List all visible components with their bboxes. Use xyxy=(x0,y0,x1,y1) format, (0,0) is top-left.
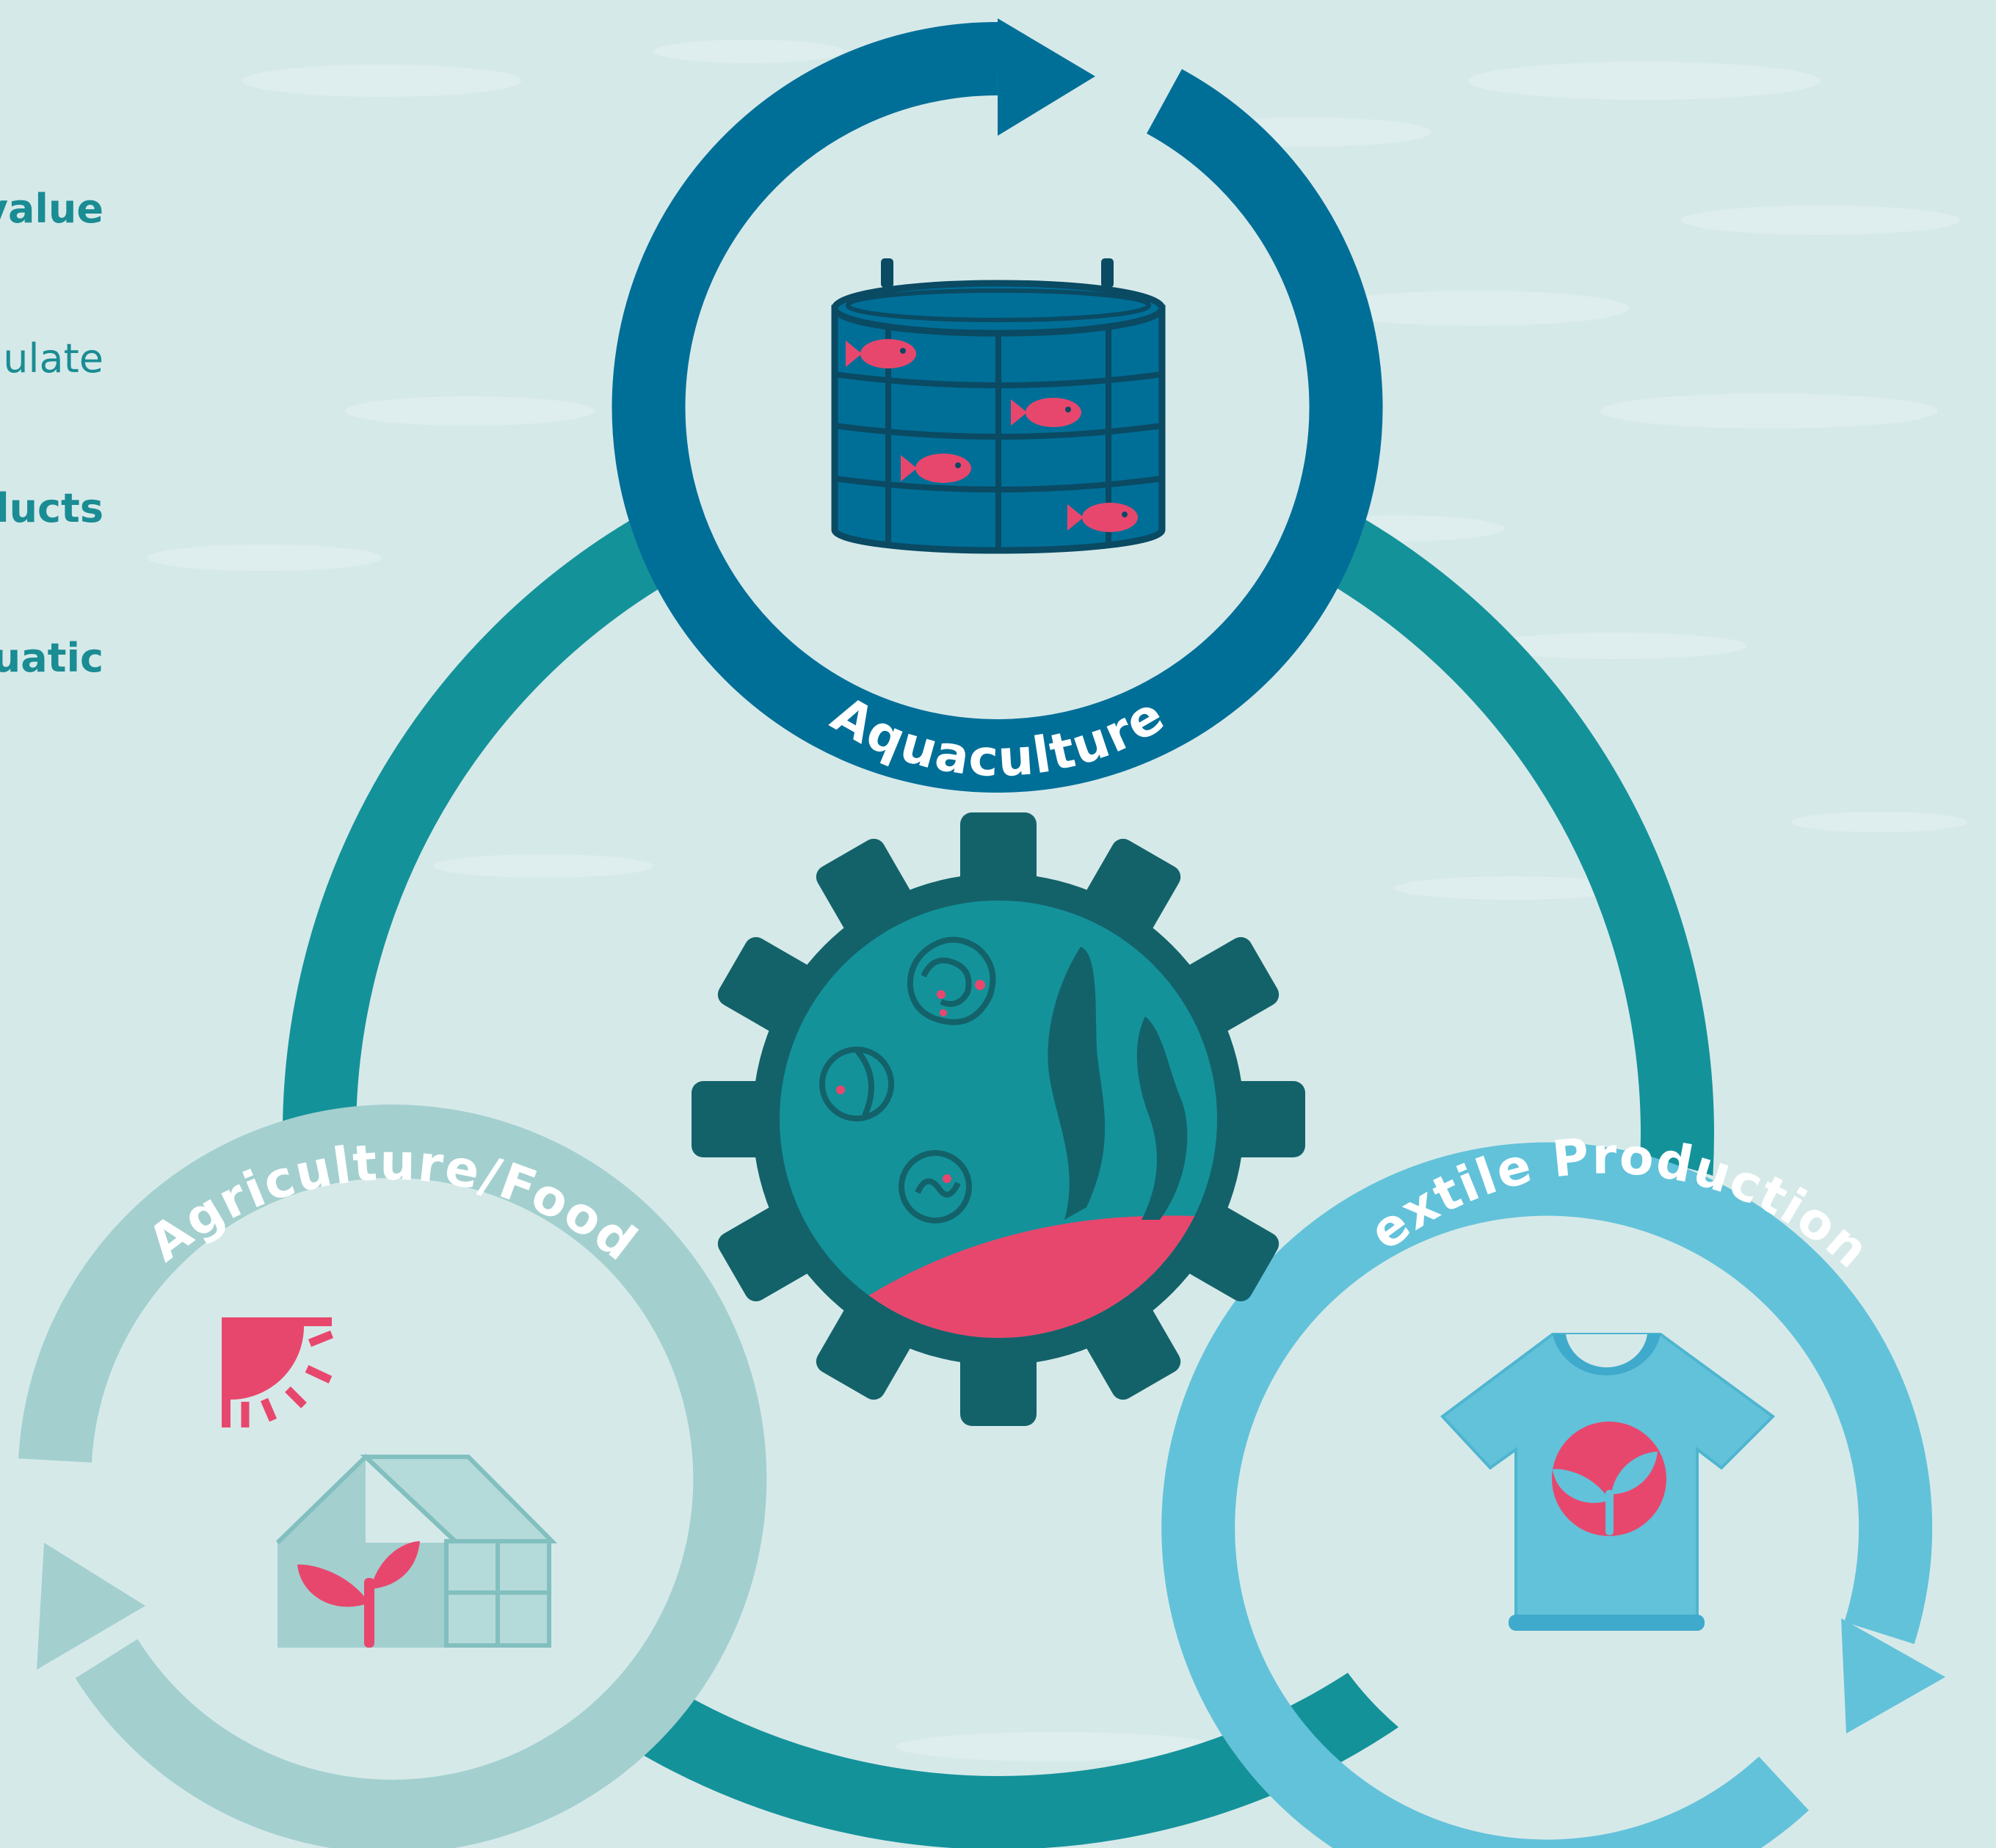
fish-cage-icon xyxy=(831,258,1166,554)
greenhouse-icon xyxy=(275,1453,558,1648)
textile-arc xyxy=(1161,1142,1933,1848)
microbe-icons xyxy=(819,936,996,1223)
microbe-cell-3 xyxy=(899,1150,972,1223)
fish-icons xyxy=(846,339,1138,532)
left-text-line-2: ulate xyxy=(3,335,104,382)
left-text-line-4: uatic xyxy=(0,635,104,681)
sprout-icon xyxy=(297,1541,420,1648)
agriculture-arrowhead xyxy=(37,1543,145,1670)
aquaculture-cycle: Aquaculture xyxy=(611,18,1383,793)
left-text-line-3: ducts xyxy=(0,485,104,531)
agriculture-cycle: Agriculture/Food xyxy=(18,1104,767,1848)
left-text-line-1: value xyxy=(0,186,104,232)
agriculture-arc xyxy=(18,1104,767,1848)
sun-icon xyxy=(222,1317,334,1427)
textile-arrowhead xyxy=(1841,1618,1945,1734)
microbe-cell-1 xyxy=(907,936,996,1025)
gear-icon xyxy=(692,812,1305,1426)
tshirt-icon xyxy=(1440,1333,1776,1631)
aquaculture-arc xyxy=(611,22,1383,793)
background-texture xyxy=(147,40,1967,1761)
microbe-cell-2 xyxy=(819,1047,894,1121)
seabed xyxy=(808,1215,1217,1338)
aquaculture-arrowhead xyxy=(998,18,1095,136)
seaweed-icon xyxy=(1048,947,1188,1220)
